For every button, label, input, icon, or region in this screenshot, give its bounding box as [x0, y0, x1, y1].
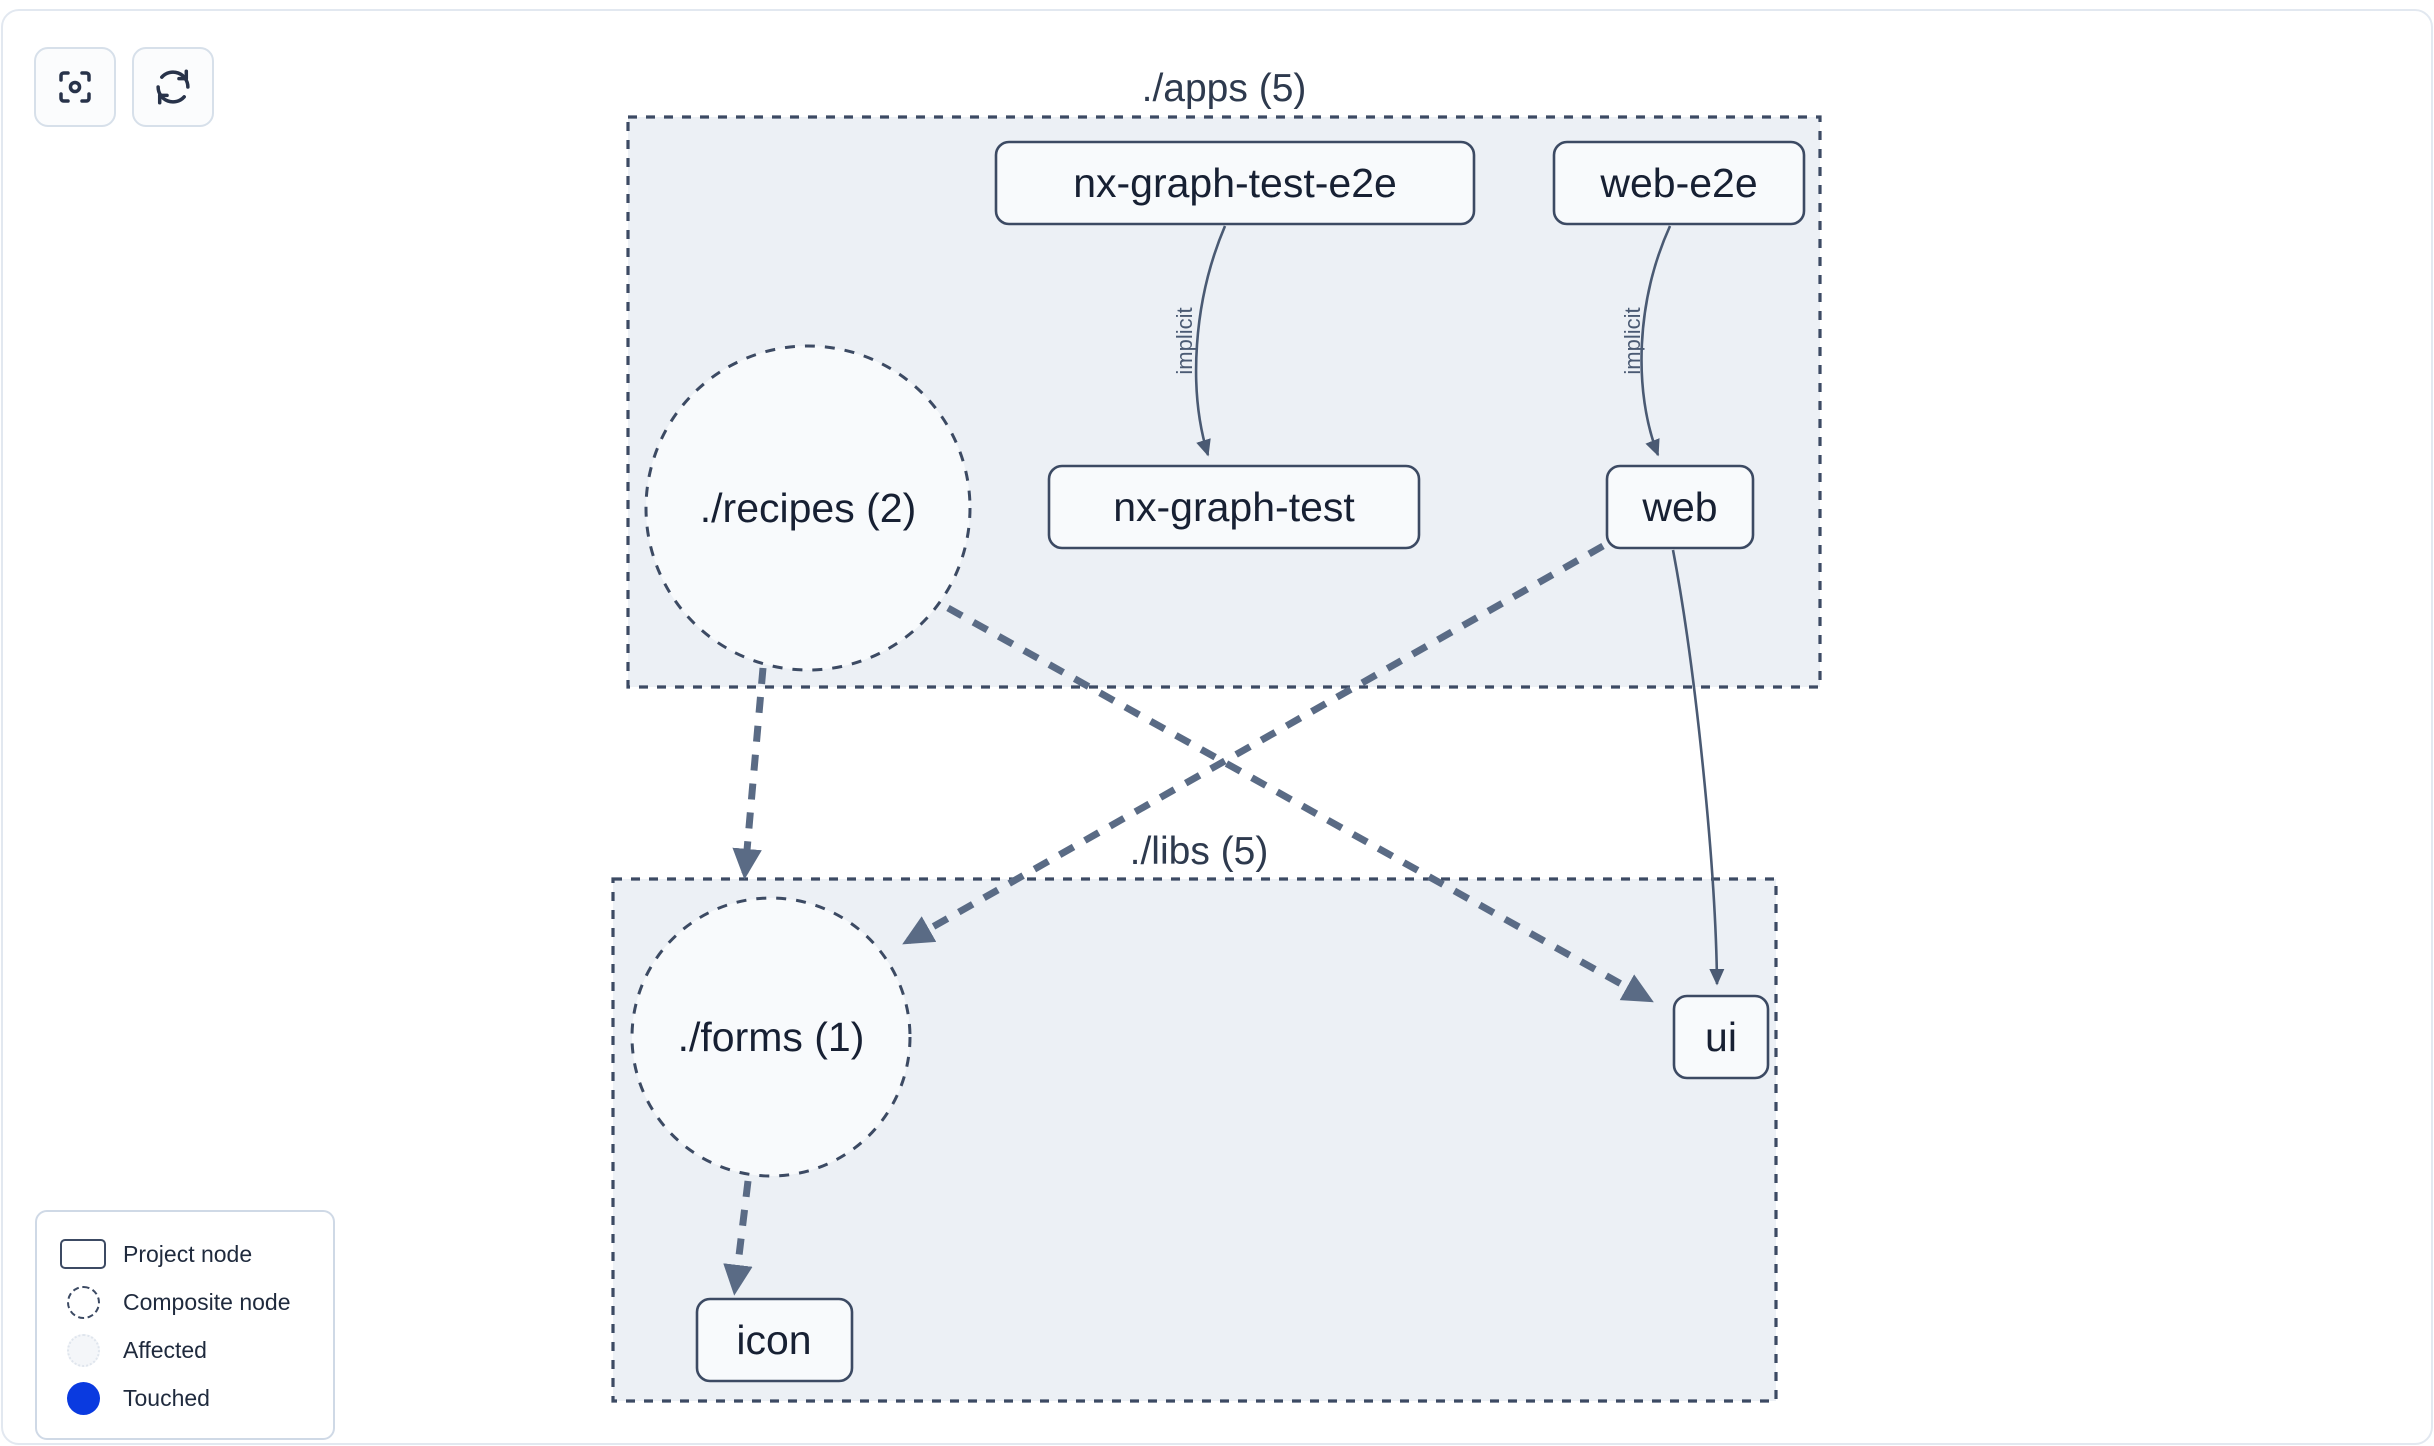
- node-label-nx-graph-test: nx-graph-test: [1113, 484, 1355, 530]
- graph-node-nx-graph-test-e2e[interactable]: nx-graph-test-e2e: [994, 140, 1476, 226]
- edge-web-to-ui[interactable]: [1671, 549, 1725, 986]
- graph-node-nx-graph-test[interactable]: nx-graph-test: [1047, 464, 1421, 550]
- edge-label-implicit-1: implicit: [1172, 307, 1197, 374]
- touched-swatch-icon: [57, 1381, 109, 1415]
- focus-target-icon: [54, 66, 96, 108]
- focus-graph-button[interactable]: [34, 47, 116, 127]
- affected-swatch-icon: [57, 1333, 109, 1367]
- group-label-apps: ./apps (5): [1142, 67, 1307, 110]
- legend-label-project-node: Project node: [123, 1240, 253, 1267]
- graph-toolbar: [34, 47, 214, 127]
- legend-item-project-node: Project node: [57, 1230, 313, 1278]
- project-node-swatch-icon: [57, 1239, 109, 1269]
- graph-legend: Project node Composite node Affected Tou…: [35, 1210, 335, 1440]
- refresh-graph-button[interactable]: [132, 47, 214, 127]
- edge-forms-to-icon[interactable]: [723, 1180, 753, 1296]
- graph-node-forms[interactable]: ./forms (1): [630, 896, 912, 1178]
- group-label-libs: ./libs (5): [1130, 830, 1269, 873]
- graph-svg[interactable]: ./apps (5) ./libs (5) implicit implicit: [3, 11, 2433, 1445]
- legend-label-affected: Affected: [123, 1336, 207, 1363]
- legend-item-composite-node: Composite node: [57, 1278, 313, 1326]
- refresh-icon: [152, 66, 194, 108]
- graph-node-recipes[interactable]: ./recipes (2): [644, 344, 972, 672]
- node-label-icon: icon: [736, 1317, 811, 1363]
- edge-recipes-to-forms[interactable]: [732, 667, 767, 880]
- legend-label-touched: Touched: [123, 1384, 210, 1411]
- node-label-nx-graph-test-e2e: nx-graph-test-e2e: [1073, 160, 1397, 206]
- graph-edges: implicit implicit: [723, 225, 1725, 1296]
- graph-node-ui[interactable]: ui: [1672, 994, 1770, 1080]
- node-label-web: web: [1641, 484, 1717, 530]
- node-label-forms: ./forms (1): [678, 1014, 865, 1060]
- legend-item-touched: Touched: [57, 1374, 313, 1422]
- edge-recipes-to-ui[interactable]: [946, 604, 1654, 1003]
- legend-item-affected: Affected: [57, 1326, 313, 1374]
- node-label-ui: ui: [1705, 1014, 1737, 1060]
- graph-nodes: nx-graph-test-e2e web-e2e ./recipes (2) …: [630, 140, 1806, 1383]
- edge-label-implicit-2: implicit: [1620, 307, 1645, 374]
- edge-nx-graph-test-e2e-to-nx-graph-test[interactable]: implicit: [1172, 225, 1227, 457]
- graph-node-web[interactable]: web: [1605, 464, 1755, 550]
- node-label-recipes: ./recipes (2): [700, 485, 916, 531]
- node-label-web-e2e: web-e2e: [1599, 160, 1757, 206]
- composite-node-swatch-icon: [57, 1285, 109, 1319]
- graph-canvas-panel[interactable]: ./apps (5) ./libs (5) implicit implicit: [1, 9, 2433, 1445]
- graph-node-icon[interactable]: icon: [695, 1297, 854, 1383]
- edge-web-e2e-to-web[interactable]: implicit: [1620, 225, 1672, 457]
- graph-node-web-e2e[interactable]: web-e2e: [1552, 140, 1806, 226]
- legend-label-composite-node: Composite node: [123, 1288, 291, 1315]
